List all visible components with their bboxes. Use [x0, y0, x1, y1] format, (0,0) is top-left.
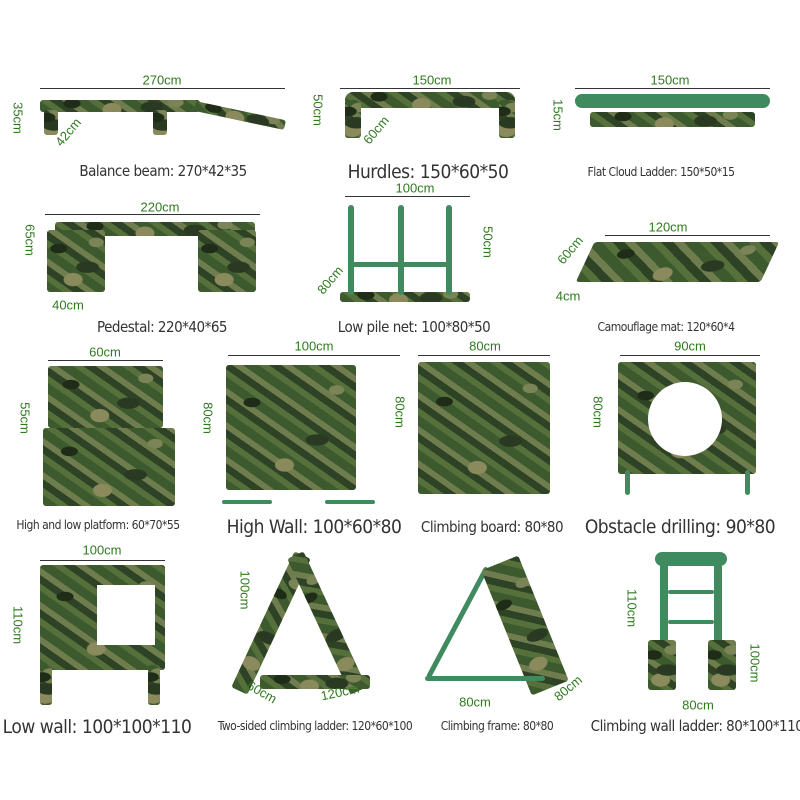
dimension-line	[40, 560, 165, 561]
dimension-label: 50cm	[480, 226, 496, 258]
dimension-label: 50cm	[310, 94, 326, 126]
product-caption: Climbing frame: 80*80	[440, 719, 554, 733]
dimension-label: 60cm	[554, 233, 586, 267]
product-caption: Camouflage mat: 120*60*4	[597, 320, 735, 334]
dimension-label: 150cm	[650, 72, 690, 88]
ladder-base	[260, 675, 370, 689]
dimension-label: 110cm	[624, 588, 640, 628]
pile-net-pole	[398, 205, 404, 295]
product-caption: Balance beam: 270*42*35	[79, 162, 247, 180]
pile-net-bar	[348, 262, 452, 267]
dimension-label: 60cm	[89, 344, 121, 360]
dimension-label: 270cm	[142, 72, 182, 88]
product-caption: Climbing board: 80*80	[420, 518, 564, 536]
product-caption: Low pile net: 100*80*50	[337, 318, 491, 336]
dimension-label: 80cm	[459, 694, 491, 710]
dimension-label: 80cm	[682, 697, 714, 713]
wall-ladder-pole	[660, 560, 668, 660]
dimension-label: 60cm	[360, 113, 392, 147]
dimension-label: 35cm	[10, 102, 26, 134]
dimension-label: 4cm	[555, 288, 581, 304]
wall-ladder-base	[708, 640, 736, 690]
cloud-ladder-base	[590, 112, 755, 127]
dimension-line	[575, 88, 770, 89]
product-caption: Two-sided climbing ladder: 120*60*100	[217, 719, 413, 733]
dimension-label: 220cm	[140, 199, 180, 215]
pile-net-base	[340, 292, 470, 302]
dimension-line	[345, 196, 470, 197]
dimension-label: 15cm	[550, 99, 566, 131]
dimension-label: 100cm	[294, 338, 334, 354]
product-caption: Flat Cloud Ladder: 150*50*15	[587, 165, 735, 179]
dimension-label: 90cm	[674, 338, 706, 354]
dimension-label: 80cm	[469, 338, 501, 354]
product-caption: Hurdles: 150*60*50	[347, 161, 509, 183]
dimension-line	[620, 355, 760, 356]
dimension-line	[48, 360, 163, 361]
cloud-ladder-image	[575, 94, 770, 108]
platform-high	[48, 366, 163, 428]
product-caption: High Wall: 100*60*80	[226, 516, 402, 538]
product-caption: Climbing wall ladder: 80*100*110	[590, 717, 800, 735]
pedestal-block	[198, 230, 256, 292]
dimension-line	[418, 355, 550, 356]
dimension-label: 100cm	[237, 570, 253, 610]
frame-leg	[425, 566, 490, 679]
low-wall-window	[97, 585, 155, 645]
balance-beam-leg	[153, 110, 167, 135]
dimension-label: 40cm	[52, 297, 84, 313]
product-caption: Obstacle drilling: 90*80	[584, 516, 776, 538]
hurdles-leg	[345, 100, 361, 138]
climbing-board-image	[418, 362, 550, 494]
camouflage-mat-image	[575, 242, 780, 282]
dimension-label: 80cm	[200, 402, 216, 434]
dimension-label: 100cm	[395, 180, 435, 196]
hurdles-image	[345, 92, 515, 108]
dimension-label: 120cm	[648, 219, 688, 235]
dimension-line	[228, 355, 400, 356]
frame-base	[425, 676, 545, 681]
balance-beam-ramp	[193, 101, 287, 131]
dimension-label: 80cm	[590, 396, 606, 428]
wall-ladder-pole	[714, 560, 722, 660]
product-caption: High and low platform: 60*70*55	[16, 518, 180, 532]
obstacle-leg	[745, 470, 750, 495]
pile-net-pole	[348, 205, 354, 295]
balance-beam-image	[40, 100, 200, 112]
product-caption: Pedestal: 220*40*65	[96, 318, 228, 336]
balance-beam-leg	[44, 110, 58, 135]
high-wall-foot	[325, 500, 375, 504]
dimension-label: 100cm	[747, 643, 763, 683]
wall-ladder-rung	[668, 620, 714, 624]
dimension-line	[40, 88, 285, 89]
high-wall-foot	[222, 500, 272, 504]
hurdles-leg	[499, 100, 515, 138]
dimension-label: 110cm	[10, 605, 26, 645]
dimension-label: 80cm	[392, 396, 408, 428]
dimension-line	[605, 235, 770, 236]
wall-ladder-top	[655, 552, 727, 566]
high-wall-image	[226, 365, 356, 490]
wall-ladder-base	[648, 640, 676, 690]
obstacle-leg	[625, 470, 630, 495]
wall-ladder-rung	[668, 590, 714, 594]
low-wall-leg	[40, 665, 52, 705]
pedestal-block	[47, 230, 105, 292]
platform-low	[43, 428, 175, 506]
ladder-side	[287, 551, 367, 695]
obstacle-hole	[648, 382, 722, 456]
pile-net-pole	[446, 205, 452, 295]
dimension-label: 55cm	[17, 402, 33, 434]
dimension-label: 150cm	[412, 72, 452, 88]
dimension-line	[45, 214, 260, 215]
dimension-label: 100cm	[82, 542, 122, 558]
dimension-label: 65cm	[22, 224, 38, 256]
product-caption: Low wall: 100*100*110	[2, 716, 192, 738]
low-wall-leg	[148, 665, 160, 705]
climbing-frame-board	[481, 555, 569, 696]
dimension-line	[340, 88, 520, 89]
